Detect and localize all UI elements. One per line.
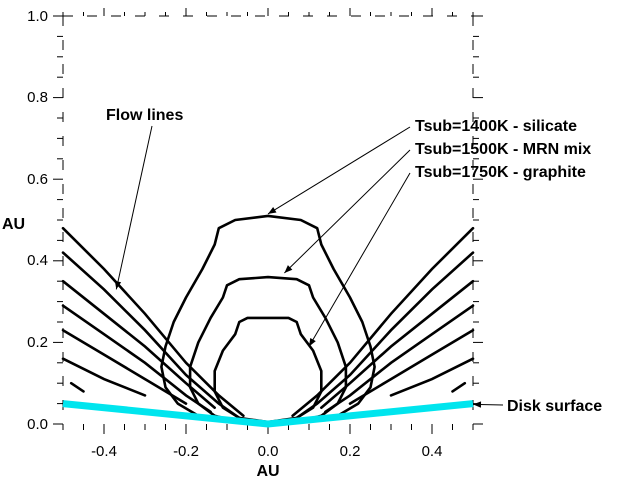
annotation-flow-lines: Flow lines [106,107,183,124]
flow-line [295,251,475,420]
x-tick-label: 0.4 [422,443,443,460]
y-tick-label: 0.2 [27,334,48,351]
flow-line [61,304,212,414]
pointer-tsub-1400 [267,126,411,215]
disk-surface-line [62,400,474,428]
x-tick-label: -0.4 [91,443,117,460]
pointer-disk-surface-head [473,401,482,408]
flow-line [61,357,147,397]
x-axis-label: AU [256,463,279,480]
flow-line [61,328,188,405]
annotations: Flow lines Tsub=1400K - silicate Tsub=15… [106,107,602,415]
y-tick-label: 1.0 [27,8,48,25]
y-tick-label: 0.0 [27,416,48,433]
y-tick-label: 0.4 [27,252,48,269]
pointer-tsub-1400-head [268,207,277,214]
flow-line [61,279,216,409]
y-tick-label: 0.8 [27,89,48,106]
annotation-disk-surface: Disk surface [507,398,602,415]
annotation-pointers [114,125,504,408]
flow-line [69,381,85,393]
flow-line [451,381,467,393]
pointer-tsub-1750 [308,172,411,347]
x-tick-label: -0.2 [173,443,199,460]
contours-group [160,214,376,425]
annotation-tsub-1750: Tsub=1750K - graphite [415,164,586,181]
pointer-flow-lines [115,125,153,290]
axes-frame [62,15,474,424]
pointer-flow-lines-head [114,280,122,290]
pointer-tsub-1500-head [284,265,293,274]
flow-lines-group [61,226,475,420]
flow-line [389,357,475,397]
annotation-tsub-1400: Tsub=1400K - silicate [415,118,577,135]
flow-line [320,279,475,409]
y-axis-label: AU [2,216,25,233]
x-tick-label: 0.2 [340,443,361,460]
flow-line [61,251,241,420]
annotation-tsub-1500: Tsub=1500K - MRN mix [415,141,591,158]
tick-marks [53,8,483,434]
flow-line [348,328,475,405]
y-tick-label: 0.6 [27,171,48,188]
flow-line [291,226,475,418]
contour-line-1 [188,275,348,425]
flow-line [61,226,245,418]
disk-surface-group [62,400,474,428]
flow-line [324,304,475,414]
pointer-tsub-1750-head [309,337,316,347]
pointer-tsub-1500 [284,149,411,274]
x-tick-label: 0.0 [258,443,279,460]
tick-labels: -0.4 -0.2 0.0 0.2 0.4 0.0 0.2 0.4 0.6 0.… [27,8,442,460]
